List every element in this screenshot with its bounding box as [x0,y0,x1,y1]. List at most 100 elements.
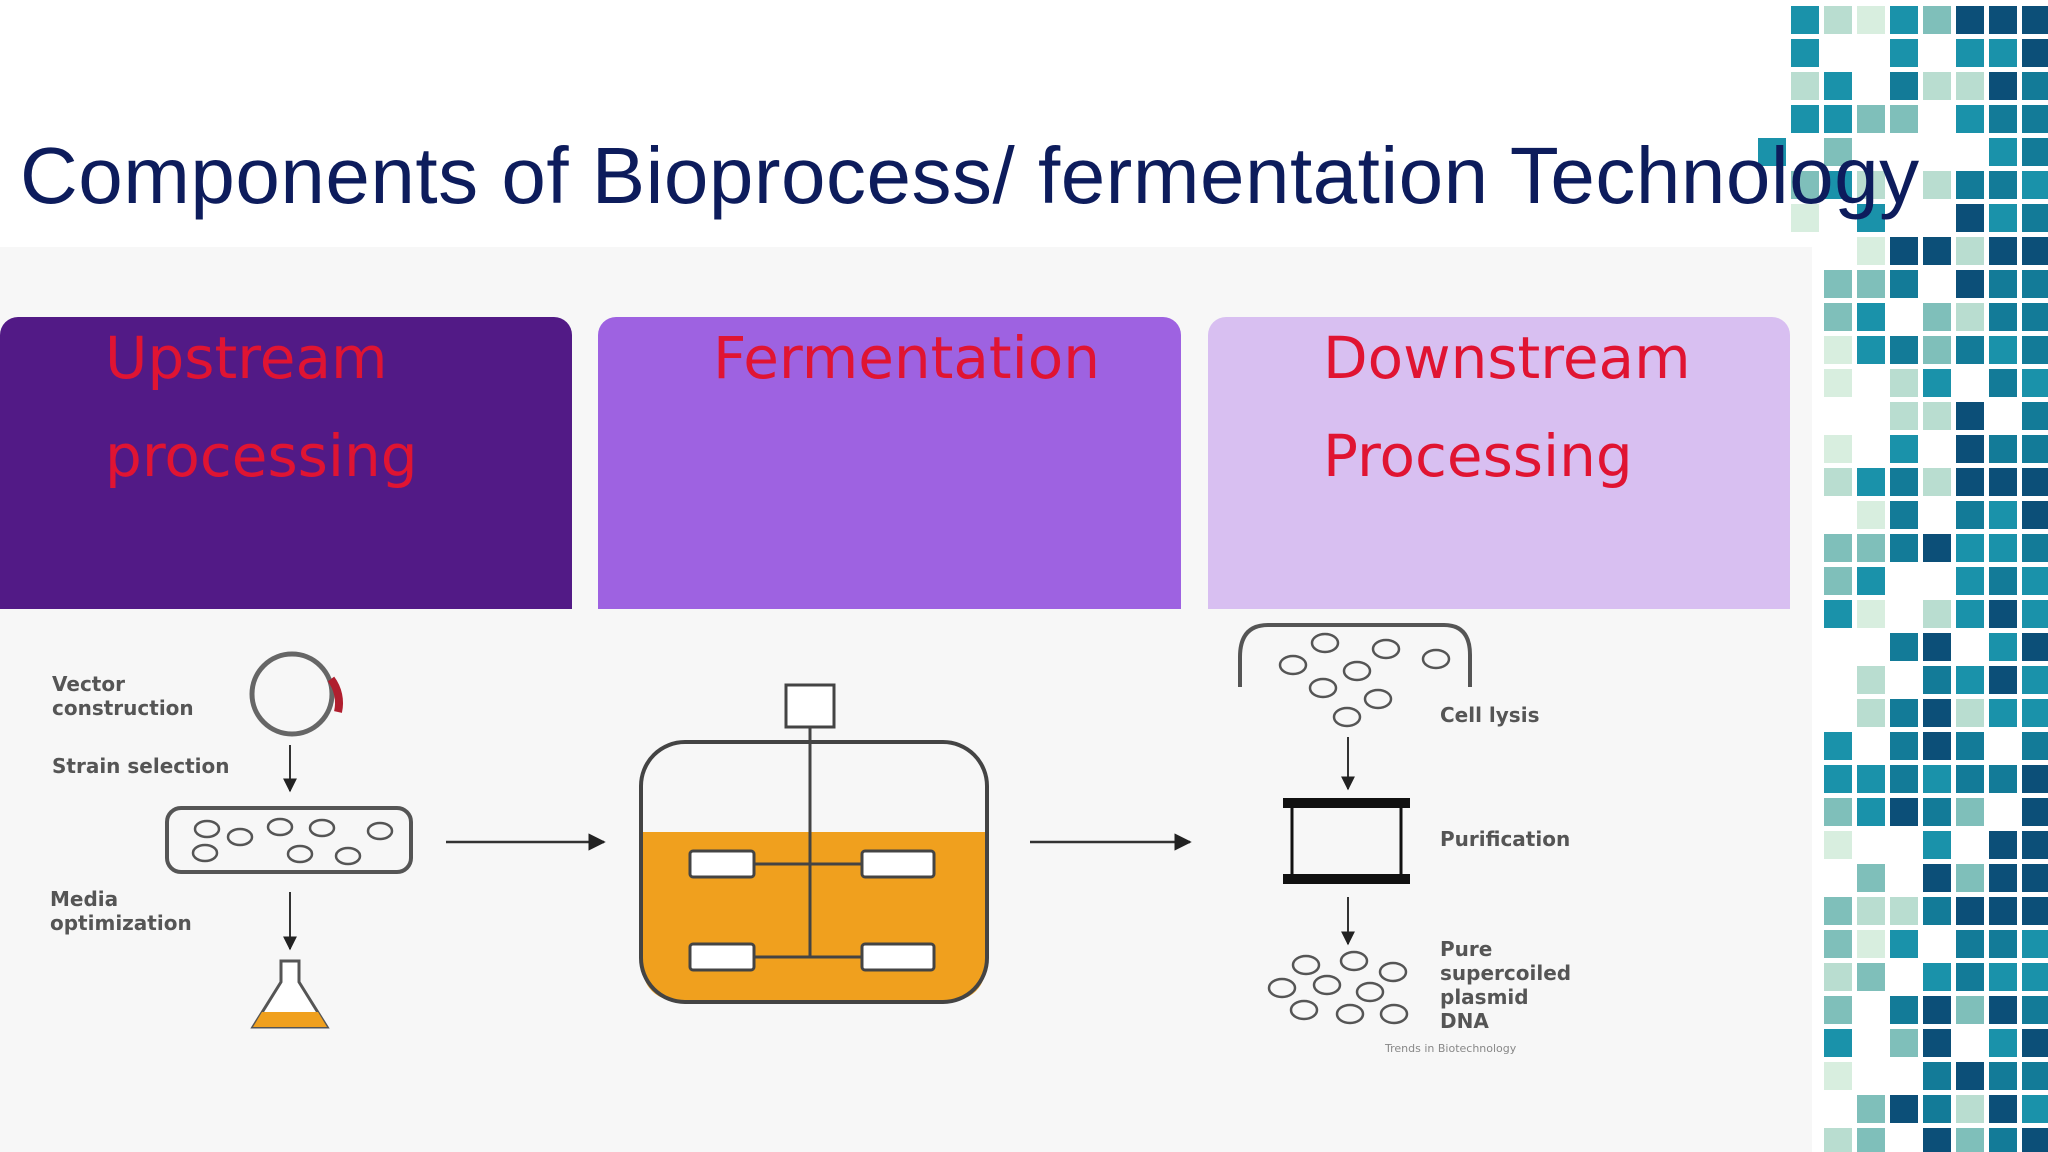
mosaic-tile [1857,237,1885,265]
mosaic-tile [1989,303,2017,331]
mosaic-tile [1890,39,1918,67]
label-cell-lysis: Cell lysis [1440,703,1540,727]
mosaic-tile [1824,897,1852,925]
mosaic-tile [2022,402,2048,430]
mosaic-tile [1857,963,1885,991]
flask-icon [250,959,330,1029]
mosaic-tile [2022,930,2048,958]
mosaic-tile [1824,765,1852,793]
mosaic-tile [1989,105,2017,133]
mosaic-tile [1890,237,1918,265]
mosaic-tile [1890,897,1918,925]
mosaic-tile [1956,534,1984,562]
phase-upstream-line2: processing [105,422,418,490]
mosaic-tile [1857,501,1885,529]
mosaic-tile [1923,6,1951,34]
mosaic-tile [1923,831,1951,859]
mosaic-tile [1791,105,1819,133]
mosaic-tile [1923,1029,1951,1057]
mosaic-tile [2022,435,2048,463]
mosaic-tile [1956,600,1984,628]
mosaic-tile [1989,864,2017,892]
mosaic-tile [1956,270,1984,298]
label-media-optimization: Media optimization [50,887,192,935]
mosaic-tile [1923,798,1951,826]
bioprocess-figure: Upstream processing Fermentation Downstr… [0,247,1812,1152]
mosaic-tile [2022,204,2048,232]
mosaic-tile [2022,468,2048,496]
mosaic-tile [1989,666,2017,694]
mosaic-tile [1824,435,1852,463]
mosaic-tile [2022,732,2048,760]
mosaic-tile [2022,897,2048,925]
mosaic-tile [1989,930,2017,958]
mosaic-tile [2022,534,2048,562]
mosaic-tile [2022,1128,2048,1152]
mosaic-tile [1989,39,2017,67]
mosaic-tile [1890,732,1918,760]
mosaic-tile [1923,336,1951,364]
mosaic-tile [1923,600,1951,628]
mosaic-tile [1989,336,2017,364]
mosaic-tile [1890,72,1918,100]
mosaic-tile [1857,105,1885,133]
process-diagram [165,623,1472,1029]
label-vector-construction: Vector construction [52,672,194,720]
mosaic-tile [2022,765,2048,793]
mosaic-tile [1824,171,1852,199]
mosaic-tile [1923,534,1951,562]
mosaic-tile [1956,72,1984,100]
mosaic-tile [1956,171,1984,199]
mosaic-tile [1857,864,1885,892]
mosaic-tile [1989,435,2017,463]
mosaic-tile [1857,567,1885,595]
mosaic-tile [1857,930,1885,958]
mosaic-tile [2022,39,2048,67]
mosaic-tile [1989,1128,2017,1152]
mosaic-tile [1857,303,1885,331]
mosaic-tile [1923,1062,1951,1090]
mosaic-tile [1989,831,2017,859]
mosaic-tile [1989,72,2017,100]
mosaic-tile [1989,1029,2017,1057]
mosaic-tile [1956,1062,1984,1090]
mosaic-tile [1956,666,1984,694]
mosaic-tile [1989,534,2017,562]
mosaic-tile [1824,369,1852,397]
mosaic-tile [1824,996,1852,1024]
phase-fermentation: Fermentation [598,317,1181,609]
mosaic-tile [1824,270,1852,298]
mosaic-tile [1890,798,1918,826]
mosaic-tile [2022,171,2048,199]
mosaic-tile [1824,138,1852,166]
mosaic-tile [2022,831,2048,859]
mosaic-tile [1923,303,1951,331]
mosaic-tile [1890,270,1918,298]
figure-credit: Trends in Biotechnology [1385,1042,1517,1055]
mosaic-tile [1956,39,1984,67]
mosaic-tile [1824,930,1852,958]
mosaic-tile [1824,6,1852,34]
mosaic-tile [1989,138,2017,166]
mosaic-tile [1791,72,1819,100]
phase-fermentation-line1: Fermentation [713,324,1101,392]
mosaic-tile [1956,402,1984,430]
mosaic-tile [2022,138,2048,166]
phase-downstream-line2: Processing [1323,422,1633,490]
mosaic-tile [1923,468,1951,496]
mosaic-tile [1890,930,1918,958]
mosaic-tile [1956,435,1984,463]
mosaic-tile [1857,204,1885,232]
mosaic-tile [1956,765,1984,793]
mosaic-tile [2022,996,2048,1024]
mosaic-tile [1890,1095,1918,1123]
mosaic-tile [2022,699,2048,727]
mosaic-tile [1791,204,1819,232]
phase-upstream: Upstream processing [0,317,572,609]
mosaic-tile [1923,996,1951,1024]
mosaic-tile [2022,1095,2048,1123]
mosaic-tile [1824,1029,1852,1057]
mosaic-tile [1923,633,1951,661]
mosaic-tile [1923,1128,1951,1152]
